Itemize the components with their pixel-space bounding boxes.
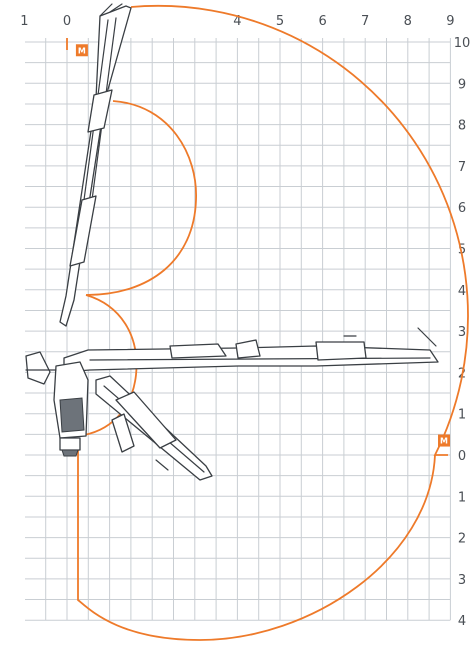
y-tick-label: 1 <box>458 408 466 423</box>
y-tick-label: 2 <box>458 532 466 547</box>
y-tick-label: 9 <box>458 77 466 92</box>
x-tick-label: 9 <box>446 14 454 29</box>
y-tick-label: 5 <box>458 243 466 258</box>
marker-label: M <box>440 437 448 446</box>
x-tick-label: 6 <box>318 14 326 29</box>
max-reach-markers: MM <box>75 44 451 447</box>
grid <box>25 38 451 621</box>
x-tick-label: 4 <box>233 14 241 29</box>
x-tick-label: 1 <box>20 14 28 29</box>
y-tick-label: 3 <box>458 325 466 340</box>
marker-box <box>438 434 451 447</box>
outer-reach-curve <box>130 4 469 456</box>
upper-inner-curve <box>85 100 197 296</box>
lower-boom <box>95 375 213 481</box>
x-tick-label: 5 <box>276 14 284 29</box>
vertical-boom <box>59 3 132 327</box>
mid-inner-curve <box>77 294 138 437</box>
y-tick-label: 10 <box>454 36 471 51</box>
marker-box <box>75 44 88 57</box>
y-tick-label: 3 <box>458 573 466 588</box>
lower-reach-curve <box>77 440 436 641</box>
y-tick-label: 0 <box>458 449 466 464</box>
horizontal-boom <box>63 327 439 373</box>
marker-label: M <box>78 46 86 55</box>
y-tick-label: 7 <box>458 160 466 175</box>
x-tick-label: 8 <box>404 14 412 29</box>
y-tick-label: 8 <box>458 119 466 134</box>
y-tick-label: 1 <box>458 490 466 505</box>
x-tick-label: 0 <box>63 14 71 29</box>
y-tick-label: 4 <box>458 614 466 629</box>
crane-base <box>25 351 89 457</box>
y-tick-label: 6 <box>458 201 466 216</box>
x-tick-label: 7 <box>361 14 369 29</box>
y-tick-label: 4 <box>458 284 466 299</box>
reach-envelope <box>66 4 469 641</box>
